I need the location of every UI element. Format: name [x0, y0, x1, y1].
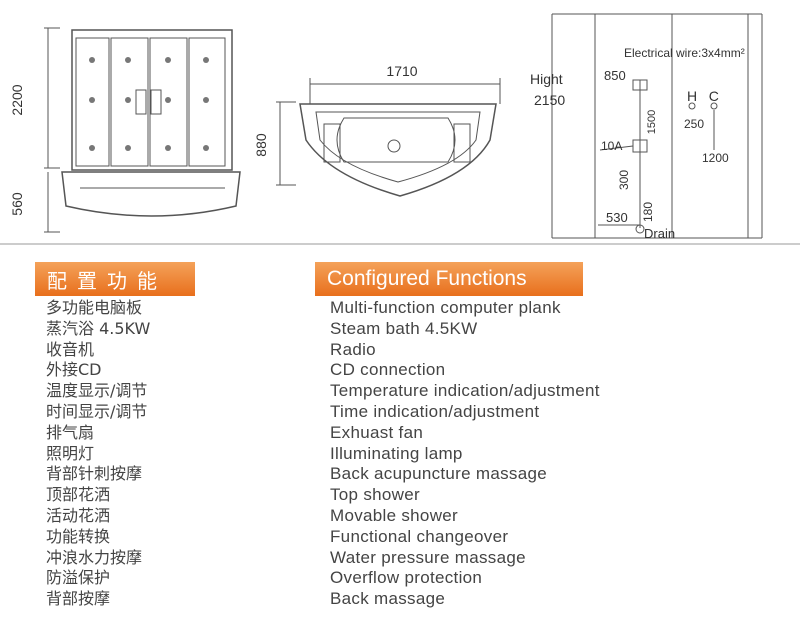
- function-item-cn: 时间显示/调节: [46, 401, 148, 421]
- door-handle-left: [135, 89, 147, 115]
- front-view: [44, 27, 241, 233]
- installation-view: [551, 13, 763, 239]
- glass-panel-right: [188, 37, 226, 167]
- top-depth-label: 880: [253, 133, 269, 157]
- breaker-leader: [599, 145, 634, 151]
- drain-hole: [387, 139, 401, 153]
- drain-pipe: [635, 224, 645, 234]
- function-item-cn: 冲浪水力按摩: [46, 547, 143, 567]
- function-item-cn: 照明灯: [46, 443, 95, 463]
- function-item-en: Time indication/adjustment: [330, 401, 540, 421]
- tub-basin: [336, 117, 456, 163]
- dimension-1200: 1200: [702, 151, 729, 165]
- function-item-en: Back massage: [330, 589, 446, 609]
- cabin-frame: [71, 29, 233, 171]
- function-item-en: Temperature indication/adjustment: [330, 381, 600, 401]
- function-item-en: Back acupuncture massage: [330, 464, 547, 484]
- glass-panel-center-right: [149, 37, 188, 167]
- function-item-en: Radio: [330, 339, 376, 359]
- top-width-label: 1710: [386, 63, 417, 79]
- hot-cold-label: H C: [687, 88, 719, 104]
- jet-markers: [89, 57, 209, 151]
- function-item-cn: 防溢保护: [46, 568, 111, 588]
- function-item-cn: 排气扇: [46, 422, 95, 442]
- glass-panel-left: [75, 37, 110, 167]
- function-item-en: Overflow protection: [330, 568, 483, 588]
- function-item-en: Functional changeover: [330, 526, 509, 546]
- function-list-chinese: 多功能电脑板 蒸汽浴 4.5KW 收音机 外接CD 温度显示/调节 时间显示/调…: [46, 298, 150, 610]
- drain-label: Drain: [644, 226, 675, 241]
- electrical-wire-label: Electrical wire:3x4mm²: [624, 46, 745, 60]
- hight-value: 2150: [534, 92, 565, 108]
- function-item-en: Water pressure massage: [330, 547, 526, 567]
- dimension-530: 530: [606, 210, 628, 225]
- function-item-cn: 功能转换: [46, 526, 111, 546]
- dimension-850: 850: [604, 68, 626, 83]
- function-item-cn: 顶部花洒: [46, 485, 111, 505]
- function-list-english: Multi-function computer plank Steam bath…: [330, 298, 600, 610]
- tub-outline: [299, 103, 497, 197]
- function-item-cn: 多功能电脑板: [46, 298, 143, 317]
- seat-left: [323, 123, 341, 163]
- function-item-cn: 温度显示/调节: [46, 381, 148, 401]
- technical-drawings-svg: 2200 560 1710 880: [0, 13, 800, 245]
- function-item-en: CD connection: [330, 360, 446, 380]
- hot-valve: [688, 102, 696, 110]
- function-item-en: Multi-function computer plank: [330, 298, 561, 317]
- top-view: [276, 78, 501, 197]
- header-chinese: 配置功能: [35, 262, 195, 296]
- function-item-cn: 蒸汽浴 4.5KW: [46, 318, 151, 338]
- function-item-en: Steam bath 4.5KW: [330, 318, 478, 338]
- function-item-en: Movable shower: [330, 505, 458, 525]
- hight-label: Hight: [530, 71, 563, 87]
- seat-right: [453, 123, 471, 163]
- dimension-250: 250: [684, 117, 704, 131]
- front-base-label: 560: [9, 192, 25, 216]
- function-item-en: Exhuast fan: [330, 422, 424, 442]
- tub-base: [61, 171, 241, 217]
- door-handle-right: [150, 89, 162, 115]
- cold-valve: [710, 102, 718, 110]
- junction-box: [632, 79, 648, 91]
- dimension-300: 300: [617, 170, 631, 190]
- dimension-1500: 1500: [646, 110, 658, 134]
- header-english: Configured Functions: [315, 262, 583, 296]
- front-height-label: 2200: [9, 84, 25, 115]
- glass-panel-center-left: [110, 37, 149, 167]
- function-item-cn: 背部针刺按摩: [46, 464, 143, 484]
- function-item-cn: 收音机: [46, 339, 95, 359]
- dimension-180: 180: [641, 202, 655, 222]
- technical-drawings: 2200 560 1710 880: [0, 0, 800, 245]
- function-item-en: Top shower: [330, 485, 420, 505]
- function-item-cn: 背部按摩: [46, 589, 111, 609]
- breaker-amp-label: 10A: [601, 139, 622, 153]
- function-item-cn: 活动花洒: [46, 505, 111, 525]
- function-item-cn: 外接CD: [46, 360, 102, 380]
- function-item-en: Illuminating lamp: [330, 443, 463, 463]
